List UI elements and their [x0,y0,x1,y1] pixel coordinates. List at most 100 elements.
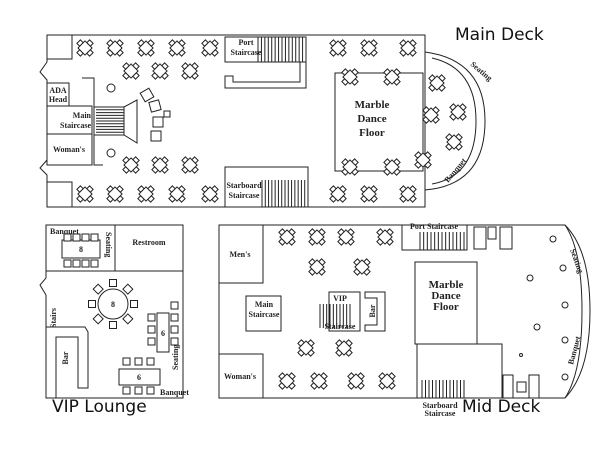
main-staircase-label: Main [73,111,92,120]
table-top [361,40,377,56]
starboard-staircase-label: Starboard [422,401,458,410]
starboard-staircase-label: Starboard [226,181,262,190]
banquet-label: Banquet [160,388,189,397]
pillar [106,83,116,93]
pillar [561,373,569,381]
pillar [526,274,534,282]
table-top [202,40,218,56]
cafe-table [422,106,440,124]
table-top [107,186,123,202]
pillar [533,323,541,331]
mens-label: Men's [230,250,251,259]
seating-label: Seating [104,232,113,257]
stair-steps [421,380,465,398]
chair [170,337,179,346]
chair [109,321,117,329]
bar-counter [45,326,89,399]
chair [92,313,104,325]
cafe-table [414,151,432,169]
cafe-table [341,158,359,176]
chair [170,313,179,322]
chair [170,301,179,310]
main-deck-bow-banquet [424,51,486,191]
mid-deck-plan: Men's Woman's Main Staircase VIP Stairca… [218,222,591,418]
table-top [77,40,93,56]
table-top [361,186,377,202]
dance-floor-label: Marble [429,279,464,291]
table-top [450,104,466,120]
restroom-walls [219,225,264,398]
head-label: Head [49,95,68,104]
restroom [114,224,184,272]
chair [122,313,134,325]
dance-floor-label: Floor [359,127,385,139]
table-top [123,157,139,173]
table-top [400,186,416,202]
womans-room [46,133,93,166]
table-6-horizontal [118,368,161,386]
cafe-table [122,156,140,174]
round-table-8 [97,288,129,320]
cafe-table [151,156,169,174]
marble-dance-floor [334,72,424,172]
port-staircase-label: Port Staircase [410,222,459,231]
vip-lounge-title: VIP Lounge [52,397,147,417]
chair [122,283,134,295]
table-top [152,63,168,79]
chair [63,233,72,242]
table-top [415,152,431,168]
chair [109,279,117,287]
chair [147,337,156,346]
starboard-staircase-label: Staircase [229,191,260,200]
table-8-rect [61,239,101,259]
chair [146,357,155,366]
chair [72,233,81,242]
main-deck-title: Main Deck [455,25,544,45]
cafe-table [181,156,199,174]
cafe-table [449,103,467,121]
restroom-label: Restroom [132,238,166,247]
cafe-table [122,62,140,80]
stair-steps [96,106,124,136]
banquet-label: Banquet [50,227,79,236]
cafe-table [383,68,401,86]
table-top [446,134,462,150]
stair-steps [257,37,307,62]
chair [134,357,143,366]
pillar [106,148,116,158]
bar-label: Bar [368,304,377,317]
marble-dance-floor [414,261,478,345]
banquet-label: Banquet [443,156,469,184]
cafe-table [181,62,199,80]
table-top [400,40,416,56]
table-top [309,229,325,245]
chair [134,386,143,395]
starboard-area [416,343,503,399]
cafe-table [76,39,94,57]
cafe-table [378,372,396,390]
cafe-table [383,158,401,176]
chair [81,259,90,268]
main-staircase-label: Staircase [249,310,280,319]
dance-floor-label: Dance [431,290,460,302]
table-top [330,40,346,56]
table-top [384,69,400,85]
table-top [298,340,314,356]
chair [81,233,90,242]
table-top [169,186,185,202]
cafe-table [329,39,347,57]
seating-label: Seating [469,60,494,83]
cafe-table [310,372,328,390]
main-staircase-label: Main [255,300,274,309]
chair [147,313,156,322]
table-top [336,340,352,356]
table-6-vertical [156,312,170,353]
chair [72,259,81,268]
table-top [309,259,325,275]
cafe-table [278,228,296,246]
main-staircase [245,295,282,332]
table-capacity: 6 [161,329,165,338]
table-top [182,157,198,173]
chair [90,259,99,268]
port-staircase-label: Port [238,38,253,47]
